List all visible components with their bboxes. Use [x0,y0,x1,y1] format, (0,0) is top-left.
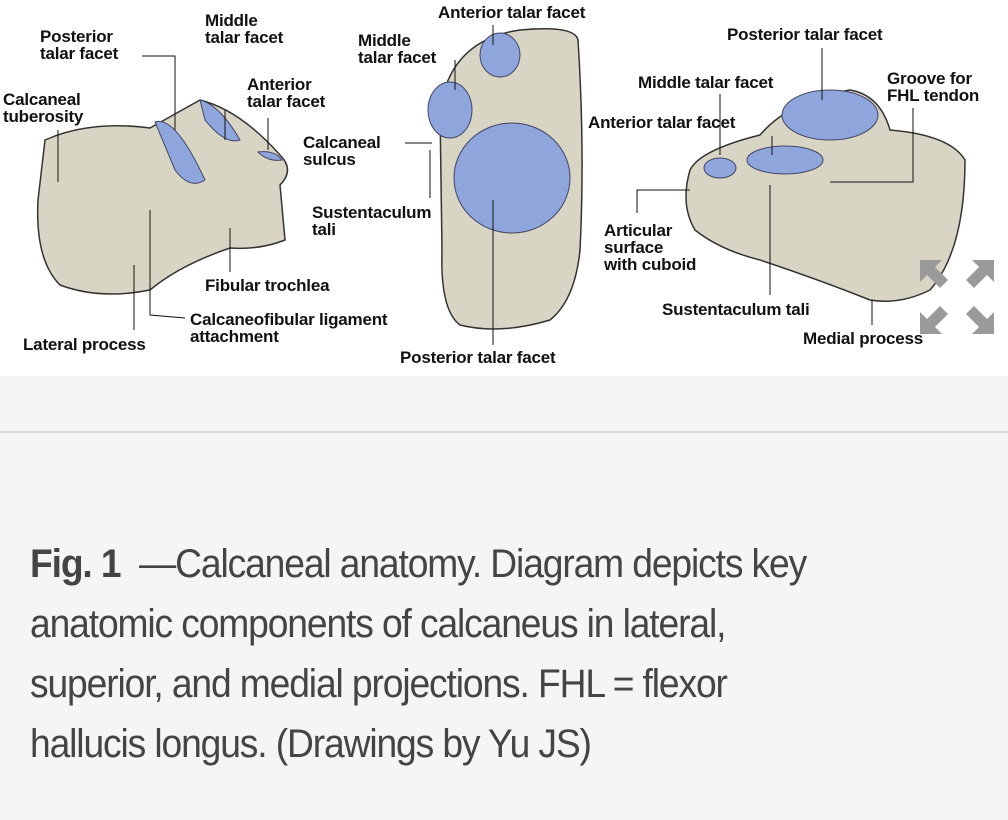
label-calcaneal-sulcus: Calcaneal sulcus [303,133,381,169]
label-lateral-posterior-talar-facet: Posterior talar facet [40,27,119,63]
label-medial-posterior-talar-facet: Posterior talar facet [727,25,883,44]
label-medial-sustentaculum-tali: Sustentaculum tali [662,300,810,319]
label-superior-sustentaculum-tali: Sustentaculum tali [312,203,432,239]
divider [0,431,1008,433]
caption-line: —Calcaneal anatomy. Diagram depicts key [139,542,807,586]
caption-line: hallucis longus. (Drawings by Yu JS) [30,722,592,766]
label-lateral-process: Lateral process [23,335,146,354]
label-superior-posterior-talar-facet: Posterior talar facet [400,348,556,367]
caption-line: superior, and medial projections. FHL = … [30,662,728,706]
caption-line: anatomic components of calcaneus in late… [30,602,726,646]
label-fibular-trochlea: Fibular trochlea [205,276,330,295]
label-medial-anterior-talar-facet: Anterior talar facet [588,113,736,132]
label-lateral-middle-talar-facet: Middle talar facet [205,11,284,47]
label-groove-fhl-tendon: Groove for FHL tendon [887,69,980,105]
calcaneus-drawing [36,25,966,345]
label-medial-middle-talar-facet: Middle talar facet [638,73,774,92]
label-calcaneofibular-ligament: Calcaneofibular ligament attachment [190,310,388,346]
label-superior-middle-talar-facet: Middle talar facet [358,31,437,67]
label-calcaneal-tuberosity: Calcaneal tuberosity [3,90,84,126]
label-articular-surface-cuboid: Articular surface with cuboid [604,221,697,274]
figure-caption: Fig. 1 —Calcaneal anatomy. Diagram depict… [30,534,990,774]
label-superior-anterior-talar-facet: Anterior talar facet [438,3,586,22]
label-medial-process: Medial process [803,329,924,348]
expand-arrows-icon[interactable] [918,258,996,336]
label-lateral-anterior-talar-facet: Anterior talar facet [247,75,326,111]
figure-number: Fig. 1 [30,542,122,586]
figure-image: Posterior talar facet Middle talar facet… [0,0,1008,376]
